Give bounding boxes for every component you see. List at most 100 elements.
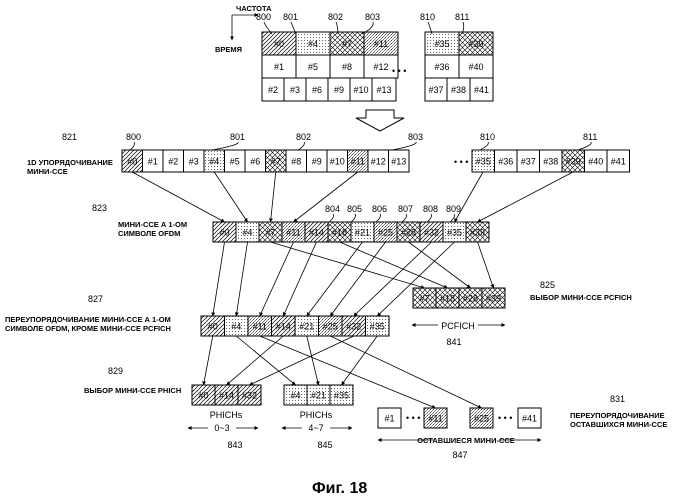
first-symbol-cell: #11	[282, 222, 305, 242]
ordering-cell: #9	[307, 150, 328, 172]
ordering-cell-label: #1	[148, 157, 158, 167]
first-symbol-cell-label: #35	[447, 228, 462, 238]
phich-num-1: 843	[227, 440, 242, 450]
phich-cell-label: #21	[311, 391, 326, 401]
ordering-cell: #11	[348, 150, 369, 172]
grid-cell: #0	[262, 32, 296, 55]
first-symbol-label: МИНИ-ССЕ А 1-ОМ	[118, 220, 187, 229]
pcfich-cell: #39	[482, 288, 505, 308]
first-symbol-cell: #25	[374, 222, 397, 242]
first-symbol-cell-label: #21	[355, 228, 370, 238]
pcfich-cell-label: #39	[486, 294, 501, 304]
grid-ref: 810	[420, 12, 435, 22]
remaining-cell-label: #11	[428, 414, 442, 424]
first-symbol-ref-mark: 804	[325, 204, 340, 214]
grid-cell: #3	[284, 78, 306, 101]
first-symbol-cell: #14	[305, 222, 328, 242]
first-symbol-cell-label: #18	[332, 228, 347, 238]
mapping-arrow	[307, 242, 363, 316]
first-symbol-cell: #18	[328, 222, 351, 242]
reorder-cell: #35	[366, 316, 390, 336]
mapping-arrow	[455, 172, 484, 222]
first-symbol-ref-mark: 807	[398, 204, 413, 214]
pcfich-label: ВЫБОР МИНИ-ССЕ PCFICH	[530, 293, 632, 302]
mapping-arrow	[330, 242, 385, 316]
ordering-ref-mark: 803	[408, 132, 423, 142]
mapping-arrow	[307, 336, 319, 385]
phich-range-1: 0~3	[214, 423, 229, 433]
phich-cell-label: #4	[290, 391, 300, 401]
row-labels: 8211D УПОРЯДОЧИВАНИЕМИНИ-ССЕ800801802803…	[5, 132, 667, 460]
phich-cell-label: #14	[219, 391, 234, 401]
remaining-ref: 831	[610, 394, 625, 404]
grid-ref: 803	[365, 12, 380, 22]
first-symbol-cell: #28	[397, 222, 420, 242]
grid-cell: #11	[364, 32, 398, 55]
grid-cell: #5	[296, 55, 330, 78]
remaining-label: ПЕРЕУПОРЯДОЧИВАНИЕ	[570, 411, 665, 420]
first-symbol-cell-label: #32	[424, 228, 439, 238]
mapping-arrow	[271, 242, 425, 288]
pcfich-cell: #28	[459, 288, 482, 308]
ordering-cell: #7	[266, 150, 287, 172]
ordering-cell-label: #40	[588, 157, 603, 167]
grid-ref: 801	[283, 12, 298, 22]
phich-label: ВЫБОР МИНИ-ССЕ PHICH	[84, 386, 181, 395]
ordering-cell-label: #38	[543, 157, 558, 167]
pcfich-ref: 825	[540, 280, 555, 290]
first-symbol-cell: #39	[466, 222, 489, 242]
mapping-arrow	[132, 172, 224, 222]
phich-name-1: PHICHs	[210, 410, 243, 420]
time-label: ВРЕМЯ	[215, 45, 242, 54]
grid-ref: 802	[328, 12, 343, 22]
resource-grid: #0#4#7#11#1#5#8#12#2#3#6#9#10#13#35#39#3…	[256, 12, 493, 101]
grid-cell: #13	[372, 78, 396, 101]
reorder-cell-label: #4	[231, 322, 241, 332]
ordering-cell: #6	[245, 150, 266, 172]
grid-cell: #41	[470, 78, 493, 101]
remaining-cell: #11	[424, 408, 447, 428]
pcfich-name: PCFICH	[441, 321, 475, 331]
ordering-cell-label: #11	[351, 157, 365, 167]
ordering-cell-label: #41	[611, 157, 626, 167]
grid-cell: #10	[350, 78, 372, 101]
phich-ref: 829	[108, 366, 123, 376]
ordering-label-2: МИНИ-ССЕ	[27, 167, 68, 176]
ordering-cell: #0	[122, 150, 143, 172]
ordering-ref-mark: 810	[480, 132, 495, 142]
remaining-cell-label: #1	[384, 414, 394, 424]
first-symbol-ref-mark: 806	[372, 204, 387, 214]
remaining-cell-label: #41	[522, 414, 537, 424]
grid-cell-label: #38	[451, 85, 466, 95]
first-symbol-ref: 823	[92, 203, 107, 213]
grid-cell-label: #9	[334, 85, 344, 95]
ordering-ref-mark: 800	[126, 132, 141, 142]
reorder-cell-label: #32	[346, 322, 361, 332]
remaining-label-2: ОСТАВШИХСЯ МИНИ-ССЕ	[570, 420, 667, 429]
grid-cell: #2	[262, 78, 284, 101]
phich-cell: #35	[330, 385, 353, 405]
first-symbol-cell-label: #0	[219, 228, 229, 238]
first-symbol-cell-label: #7	[265, 228, 275, 238]
first-symbol-cell-label: #39	[470, 228, 485, 238]
pcfich-cell-label: #18	[440, 294, 455, 304]
reorder-cell-label: #11	[253, 322, 267, 332]
mapping-arrow	[294, 172, 358, 222]
grid-cell-label: #36	[434, 62, 449, 72]
ordering-cell: #5	[225, 150, 246, 172]
grid-cell-label: #3	[290, 85, 300, 95]
pcfich-cell-label: #7	[419, 294, 429, 304]
grid-cell: #39	[459, 32, 493, 55]
reorder-cell-label: #35	[370, 322, 385, 332]
remaining-name: ОСТАВШИЕСЯ МИНИ-ССЕ	[417, 436, 515, 445]
first-symbol-label-2: СИМВОЛЕ OFDM	[118, 229, 180, 238]
ordering-ref-mark: 811	[583, 132, 597, 142]
grid-cell: #36	[425, 55, 459, 78]
mapping-arrow	[227, 336, 284, 385]
ordering-cell: #1	[143, 150, 164, 172]
reorder-label-2: СИМВОЛЕ OFDM, КРОМЕ МИНИ-ССЕ PCFICH	[5, 324, 171, 333]
phich-cell-label: #32	[242, 391, 257, 401]
transform-arrow	[356, 110, 404, 131]
ordering-cell: #10	[327, 150, 348, 172]
remaining-num: 847	[452, 450, 467, 460]
